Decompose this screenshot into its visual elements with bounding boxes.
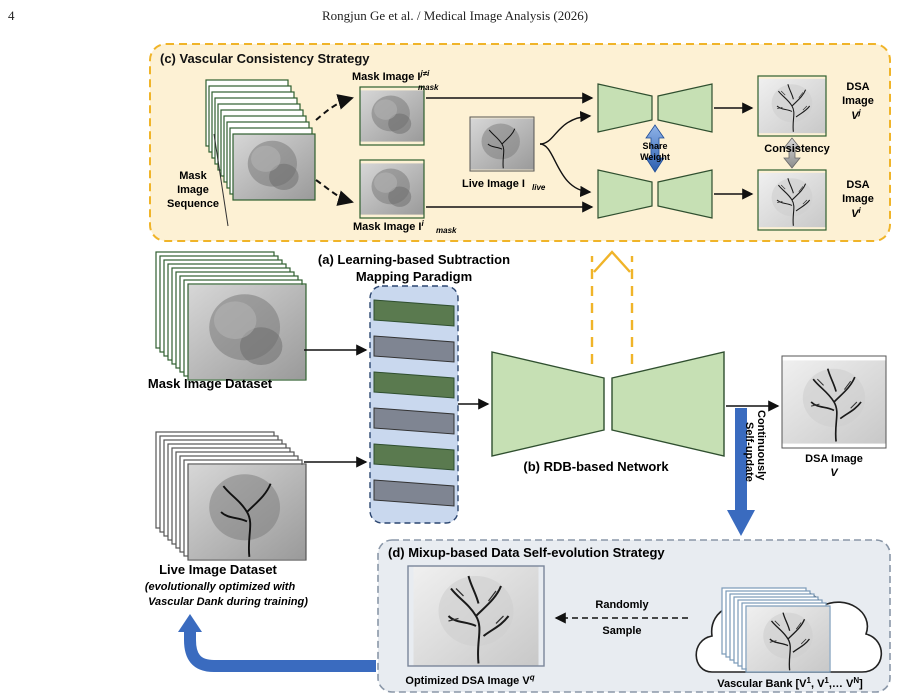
- sequence-layer: [232, 133, 316, 201]
- dsa-image-top: [758, 78, 826, 134]
- mask-bottom-sub: mask: [436, 226, 457, 235]
- dsa-bottom-l1: DSA: [846, 179, 869, 191]
- dsa-top-l1: DSA: [846, 81, 869, 93]
- optimized-dsa-label: Optimized DSA Image Vq: [405, 673, 534, 688]
- live-note-1: (evolutionally optimized with: [145, 581, 296, 593]
- live-sub: live: [532, 183, 546, 192]
- share-weight-line1: Share: [642, 141, 667, 151]
- feature-bar: [373, 371, 455, 399]
- feature-bar: [373, 335, 455, 363]
- rdb-network: [491, 351, 725, 457]
- dsa-output-label: DSA Image: [805, 453, 863, 465]
- mask-dataset-label: Mask Image Dataset: [148, 376, 273, 391]
- sequence-front-image: [233, 134, 315, 200]
- panel-a-title-1: (a) Learning-based Subtraction: [318, 252, 510, 267]
- network-bottom: [597, 169, 713, 219]
- arrow-live-to-net-bottom: [539, 143, 592, 198]
- feature-bar: [373, 443, 455, 471]
- dsa-top-l3: Vj: [851, 108, 861, 123]
- mask-dataset-stack: [155, 251, 307, 381]
- mask-dataset-layer: [187, 283, 307, 381]
- consistency-label: Consistency: [764, 143, 830, 155]
- live-dataset-layer: [187, 463, 307, 561]
- live-dataset-stack: [155, 431, 307, 561]
- network-top: [597, 83, 713, 133]
- sequence-label-3: Sequence: [167, 198, 219, 210]
- mask-top-sub: mask: [418, 83, 439, 92]
- feature-bar: [373, 479, 455, 507]
- feature-bar: [373, 407, 455, 435]
- mask-image-sequence-stack: [205, 79, 316, 201]
- vascular-bank-front-image: [746, 606, 830, 672]
- arrow-live-to-net-top: [539, 110, 592, 145]
- dsa-top-l2: Image: [842, 95, 874, 107]
- live-label: Live Image I: [462, 178, 525, 190]
- panel-b-title: (b) RDB-based Network: [523, 459, 669, 474]
- optimized-dsa-image: [412, 566, 540, 666]
- live-image: [470, 117, 534, 171]
- return-arrow-to-live-dataset: [178, 614, 376, 672]
- mask-top-label: Mask Image Ij≠i: [352, 69, 430, 84]
- dsa-output-image: [782, 359, 886, 445]
- mask-dataset-front-image: [188, 284, 306, 380]
- dsa-bottom-l3: Vi: [851, 206, 861, 221]
- self-update-arrow: [727, 408, 755, 536]
- page-number: 4: [8, 8, 15, 23]
- share-weight-arrow: [645, 124, 665, 173]
- randomly-sample-1: Randomly: [595, 599, 649, 611]
- mask-image-top: [360, 90, 424, 142]
- vascular-bank-label: Vascular Bank [V1, V1,… VN]: [717, 676, 863, 691]
- sequence-label-2: Image: [177, 184, 209, 196]
- vascular-bank-stack: [721, 587, 831, 673]
- panel-c-title: (c) Vascular Consistency Strategy: [160, 51, 370, 66]
- share-weight-line2: Weight: [640, 152, 670, 162]
- orange-up-arrow-head: [593, 250, 631, 273]
- self-update-line1: Continuously: [755, 410, 767, 481]
- live-dataset-label: Live Image Dataset: [159, 562, 277, 577]
- panel-a-title-2: Mapping Paradigm: [356, 269, 472, 284]
- feature-bars: [373, 299, 455, 507]
- dsa-image-bottom: [758, 172, 826, 228]
- sequence-label-1: Mask: [179, 170, 207, 182]
- running-head: Rongjun Ge et al. / Medical Image Analys…: [321, 8, 589, 23]
- live-dataset-front-image: [188, 464, 306, 560]
- sequence-axis-line: [213, 133, 229, 227]
- consistency-arrow: [783, 137, 801, 169]
- mask-image-bottom: [360, 163, 424, 215]
- panel-d-title: (d) Mixup-based Data Self-evolution Stra…: [388, 545, 665, 560]
- randomly-sample-2: Sample: [602, 625, 641, 637]
- dashed-arrow-to-mask-top: [315, 94, 354, 121]
- self-update-line2: Self-update: [743, 422, 755, 482]
- feature-bar: [373, 299, 455, 327]
- mask-bottom-label: Mask Image Ii: [353, 219, 424, 234]
- dashed-arrow-to-mask-bottom: [315, 179, 354, 206]
- vascular-bank-layer: [745, 605, 831, 673]
- dsa-bottom-l2: Image: [842, 193, 874, 205]
- live-note-2: Vascular Dank during training): [148, 596, 308, 608]
- dsa-output-v: V: [830, 467, 839, 479]
